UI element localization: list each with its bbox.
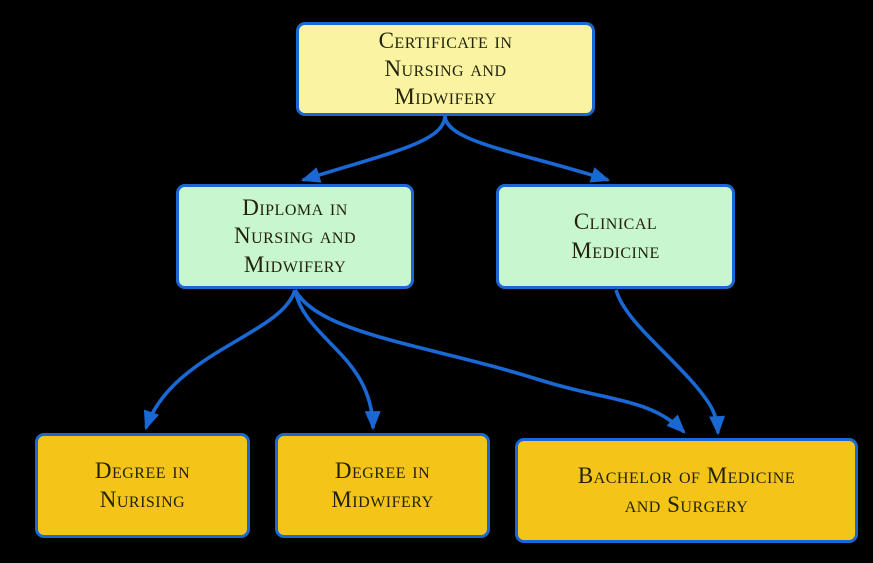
node-degree-in-nursing: Degree in Nurising bbox=[35, 433, 250, 538]
edge-clinical-to-bachelor bbox=[614, 289, 726, 436]
node-label: Degree in Midwifery bbox=[331, 458, 434, 512]
node-certificate-in-nursing-and-midwifery: Certificate in Nursing and Midwifery bbox=[296, 22, 595, 116]
node-label: Degree in Nurising bbox=[94, 458, 191, 512]
node-label: Clinical Medicine bbox=[571, 209, 660, 263]
edge-certificate-to-clinical bbox=[443, 115, 611, 183]
node-label: Diploma in Nursing and Midwifery bbox=[233, 195, 357, 277]
node-bachelor-of-medicine-and-surgery: Bachelor of Medicine and Surgery bbox=[515, 438, 858, 543]
node-degree-in-midwifery: Degree in Midwifery bbox=[275, 433, 490, 538]
node-clinical-medicine: Clinical Medicine bbox=[496, 184, 735, 289]
edge-diploma-to-bachelor bbox=[293, 289, 686, 434]
node-diploma-in-nursing-and-midwifery: Diploma in Nursing and Midwifery bbox=[176, 184, 414, 289]
node-label: Certificate in Nursing and Midwifery bbox=[378, 27, 513, 110]
node-label: Bachelor of Medicine and Surgery bbox=[577, 463, 796, 517]
edge-certificate-to-diploma bbox=[300, 115, 447, 183]
edge-diploma-to-degree-nursing bbox=[143, 289, 297, 431]
edge-diploma-to-degree-midwifery bbox=[293, 289, 381, 431]
